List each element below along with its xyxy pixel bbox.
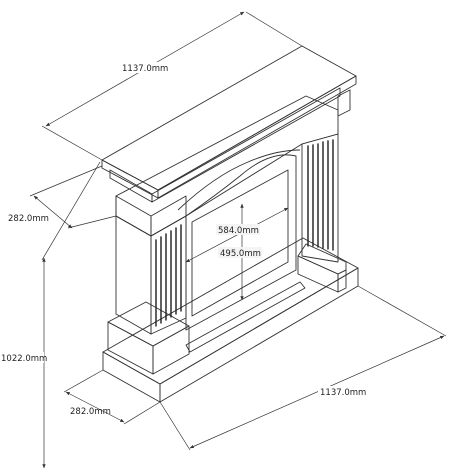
ext-line-depth-top	[29, 165, 103, 197]
left-column-front	[115, 215, 152, 335]
dimension-labels: 1137.0mm 282.0mm 1022.0mm 282.0mm 1137.0…	[0, 62, 368, 417]
frieze-left-block	[115, 195, 152, 237]
ext-line-base-width-left	[159, 401, 191, 451]
frieze	[115, 95, 339, 237]
ext-line-base-depth-left	[63, 369, 104, 393]
ext-line-base-depth-right	[123, 401, 161, 425]
ext-line-top-left	[41, 125, 103, 161]
left-column-base-front	[107, 321, 154, 375]
label-opening-height: 584.0mm	[218, 226, 259, 236]
mantel-shelf	[101, 45, 357, 203]
shelf-side	[157, 75, 357, 199]
label-opening-width: 495.0mm	[220, 249, 261, 259]
right-column-base-top	[297, 243, 347, 275]
label-base-depth: 282.0mm	[70, 407, 111, 417]
label-top-width: 1137.0mm	[122, 64, 168, 74]
ext-line-base-width-right	[357, 285, 447, 337]
plinth-top	[102, 237, 359, 385]
dim-line-base-width	[189, 335, 445, 449]
dimension-lines	[29, 11, 447, 469]
hearth-ledge	[185, 281, 306, 353]
opening-arch	[185, 154, 297, 331]
dim-line-top-depth	[33, 195, 73, 229]
corbel	[337, 89, 351, 117]
arch-trim	[177, 149, 301, 211]
ext-line-top-right	[245, 11, 303, 47]
plinth-front	[102, 351, 161, 403]
left-column	[107, 215, 190, 375]
label-base-width: 1137.0mm	[320, 388, 366, 398]
label-height: 1022.0mm	[1, 354, 47, 364]
right-column	[297, 133, 347, 293]
ext-line-height-top	[41, 161, 101, 261]
opening-back	[191, 169, 289, 317]
ext-line-depth-bottom	[67, 215, 117, 229]
left-column-base-side	[152, 325, 190, 375]
dim-line-base-depth	[65, 391, 125, 423]
left-column-base-top	[107, 301, 190, 347]
label-top-depth: 282.0mm	[8, 214, 49, 224]
cornice-side	[151, 87, 341, 203]
